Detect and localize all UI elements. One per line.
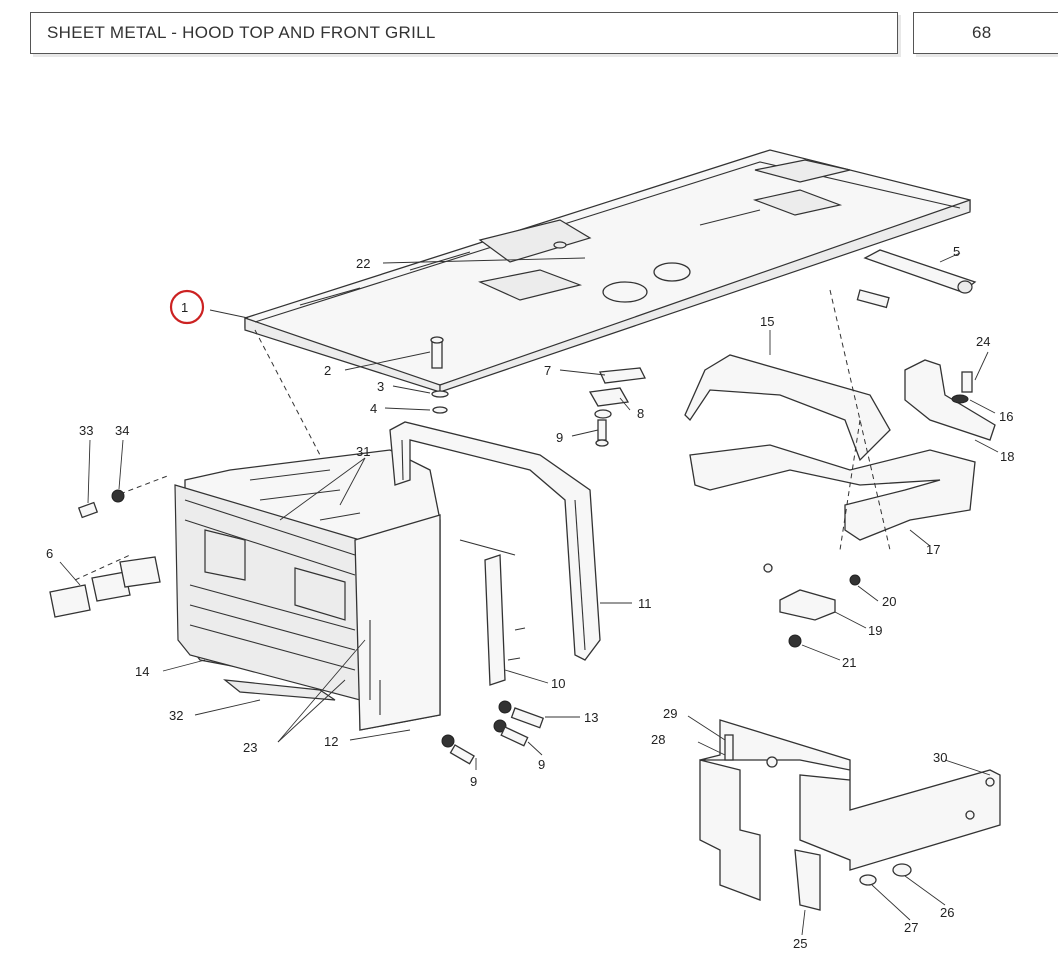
- callout-21: 21: [842, 655, 856, 670]
- callout-34: 34: [115, 423, 129, 438]
- hood-top-panel: [244, 149, 971, 393]
- callout-24: 24: [976, 334, 990, 349]
- header-page-box: 68: [913, 12, 1058, 54]
- callout-30: 30: [933, 750, 947, 765]
- callout-15: 15: [760, 314, 774, 329]
- front-grill-assembly: [174, 449, 441, 731]
- lower-fasteners: [441, 700, 545, 765]
- callout-20: 20: [882, 594, 896, 609]
- callout-9-right: 9: [538, 757, 545, 772]
- callout-19: 19: [868, 623, 882, 638]
- leader-lines: [59, 252, 999, 936]
- bolt-set-33-34: [77, 474, 171, 519]
- highlight-circle: [169, 289, 205, 325]
- callout-32: 32: [169, 708, 183, 723]
- trim-fasteners: [856, 289, 973, 404]
- callout-labels: 1 2 3 4 5 6 7 8 9 9 9 10 11 12 13 14 15 …: [46, 244, 1014, 951]
- grill-frame: [389, 421, 601, 661]
- header-title-box: SHEET METAL - HOOD TOP AND FRONT GRILL: [30, 12, 898, 54]
- callout-3: 3: [377, 379, 384, 394]
- emblem-plates: [49, 554, 161, 618]
- lower-bracket: [763, 563, 861, 648]
- side-rail: [459, 539, 526, 686]
- callout-17: 17: [926, 542, 940, 557]
- callout-14: 14: [135, 664, 149, 679]
- callout-2: 2: [324, 363, 331, 378]
- callout-22: 22: [356, 256, 370, 271]
- callout-10: 10: [551, 676, 565, 691]
- callout-23: 23: [243, 740, 257, 755]
- latch-bracket-set: [588, 367, 646, 447]
- callout-8: 8: [637, 406, 644, 421]
- callout-18: 18: [1000, 449, 1014, 464]
- callout-27: 27: [904, 920, 918, 935]
- callout-16: 16: [999, 409, 1013, 424]
- lower-support-frame: [699, 719, 1001, 911]
- side-trim-assembly: [684, 289, 996, 551]
- callout-9: 9: [556, 430, 563, 445]
- page-number: 68: [972, 23, 992, 42]
- callout-25: 25: [793, 936, 807, 951]
- hood-pin-set: [430, 336, 449, 414]
- hood-handle-strip: [863, 249, 977, 294]
- callout-12: 12: [324, 734, 338, 749]
- callout-4: 4: [370, 401, 377, 416]
- callout-26: 26: [940, 905, 954, 920]
- callout-9-bottom: 9: [470, 774, 477, 789]
- callout-13: 13: [584, 710, 598, 725]
- callout-31: 31: [356, 444, 370, 459]
- callout-33: 33: [79, 423, 93, 438]
- callout-28: 28: [651, 732, 665, 747]
- page-title: SHEET METAL - HOOD TOP AND FRONT GRILL: [47, 23, 436, 42]
- callout-7: 7: [544, 363, 551, 378]
- callout-5: 5: [953, 244, 960, 259]
- callout-6: 6: [46, 546, 53, 561]
- callout-11: 11: [638, 596, 652, 611]
- callout-29: 29: [663, 706, 677, 721]
- callout-1: 1: [181, 300, 188, 315]
